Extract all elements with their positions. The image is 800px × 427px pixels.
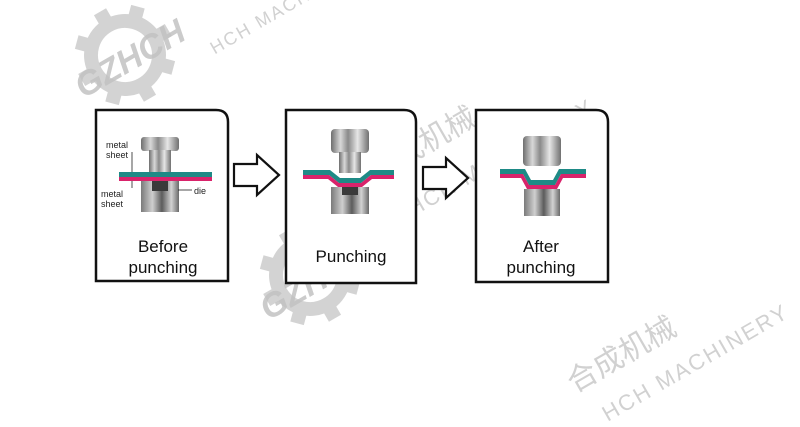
metal-sheet-bottom <box>119 177 212 181</box>
punch-shaft <box>149 150 171 172</box>
panel-after <box>474 108 610 284</box>
die <box>524 189 560 216</box>
metal-sheet-bottom <box>303 175 394 187</box>
panel-before <box>94 108 230 283</box>
arrow-right-icon <box>232 152 281 198</box>
metal-sheet-bottom <box>500 174 586 189</box>
metal-sheet-bottom-label: metal sheet <box>101 189 124 209</box>
punch-head <box>141 137 179 151</box>
punch-shaft <box>339 152 361 173</box>
metal-sheet-top <box>303 170 394 183</box>
punch-head <box>523 136 561 166</box>
punching-diagram <box>94 108 610 285</box>
metal-sheet-top-label: metal sheet <box>106 140 129 160</box>
die-label: die <box>194 186 207 196</box>
panel-label-before: Before punching <box>128 237 198 277</box>
metal-sheet-top <box>119 172 212 177</box>
panel-label-after: After punching <box>506 237 576 277</box>
die-hole <box>152 181 168 191</box>
punch-head <box>331 129 369 153</box>
die-hole <box>342 187 358 195</box>
panel-label-punching: Punching <box>315 247 387 266</box>
metal-sheet-top <box>500 169 586 185</box>
arrow-right-icon <box>421 155 470 201</box>
panel-punching <box>284 108 418 285</box>
